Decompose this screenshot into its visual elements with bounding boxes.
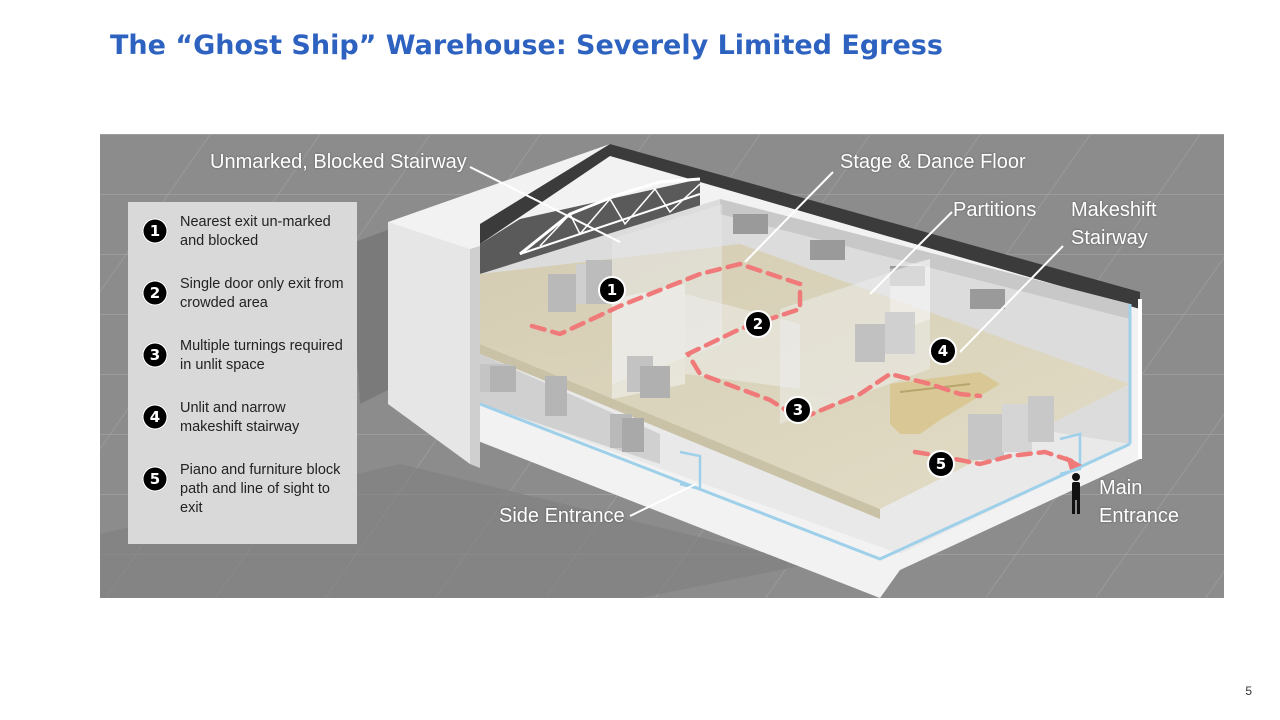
callout-makeshift-line-2: Stairway (1071, 227, 1148, 249)
person-silhouette-icon (1072, 473, 1080, 514)
legend-item: 2 Single door only exit from crowded are… (142, 275, 357, 337)
path-marker-4: 4 (929, 337, 957, 365)
callout-main-entrance-line-1: Main (1099, 477, 1143, 499)
callout-stage-dance-floor: Stage & Dance Floor (840, 151, 1026, 173)
callout-makeshift-line-1: Makeshift (1071, 199, 1157, 221)
legend-text: Nearest exit un-marked and blocked (180, 214, 331, 249)
legend-panel: 1 Nearest exit un-marked and blocked 2 S… (128, 202, 357, 544)
legend-badge: 3 (142, 342, 168, 368)
callout-side-entrance: Side Entrance (499, 505, 625, 527)
path-marker-1: 1 (598, 276, 626, 304)
callout-blocked-stairway: Unmarked, Blocked Stairway (210, 151, 467, 173)
page-number: 5 (1245, 684, 1252, 698)
legend-badge: 4 (142, 404, 168, 430)
slide-title: The “Ghost Ship” Warehouse: Severely Lim… (110, 30, 943, 61)
legend-text: Unlit and narrow makeshift stairway (180, 400, 300, 435)
path-marker-2: 2 (744, 310, 772, 338)
path-marker-3: 3 (784, 396, 812, 424)
legend-item: 1 Nearest exit un-marked and blocked (142, 213, 357, 275)
legend-badge: 1 (142, 218, 168, 244)
legend-badge: 5 (142, 466, 168, 492)
callout-main-entrance: Main Entrance (1099, 474, 1179, 530)
legend-badge: 2 (142, 280, 168, 306)
callout-main-entrance-line-2: Entrance (1099, 505, 1180, 527)
legend-text: Single door only exit from crowded area (180, 276, 344, 311)
legend-text: Multiple turnings required in unlit spac… (180, 338, 343, 373)
legend-item: 5 Piano and furniture block path and lin… (142, 461, 357, 523)
path-marker-5: 5 (927, 450, 955, 478)
legend-item: 4 Unlit and narrow makeshift stairway (142, 399, 357, 461)
legend-text: Piano and furniture block path and line … (180, 462, 341, 516)
callout-partitions: Partitions (953, 199, 1037, 221)
callout-makeshift-stairway: Makeshift Stairway (1071, 196, 1157, 252)
warehouse-diagram: Unmarked, Blocked Stairway Stage & Dance… (100, 134, 1224, 598)
legend-item: 3 Multiple turnings required in unlit sp… (142, 337, 357, 399)
